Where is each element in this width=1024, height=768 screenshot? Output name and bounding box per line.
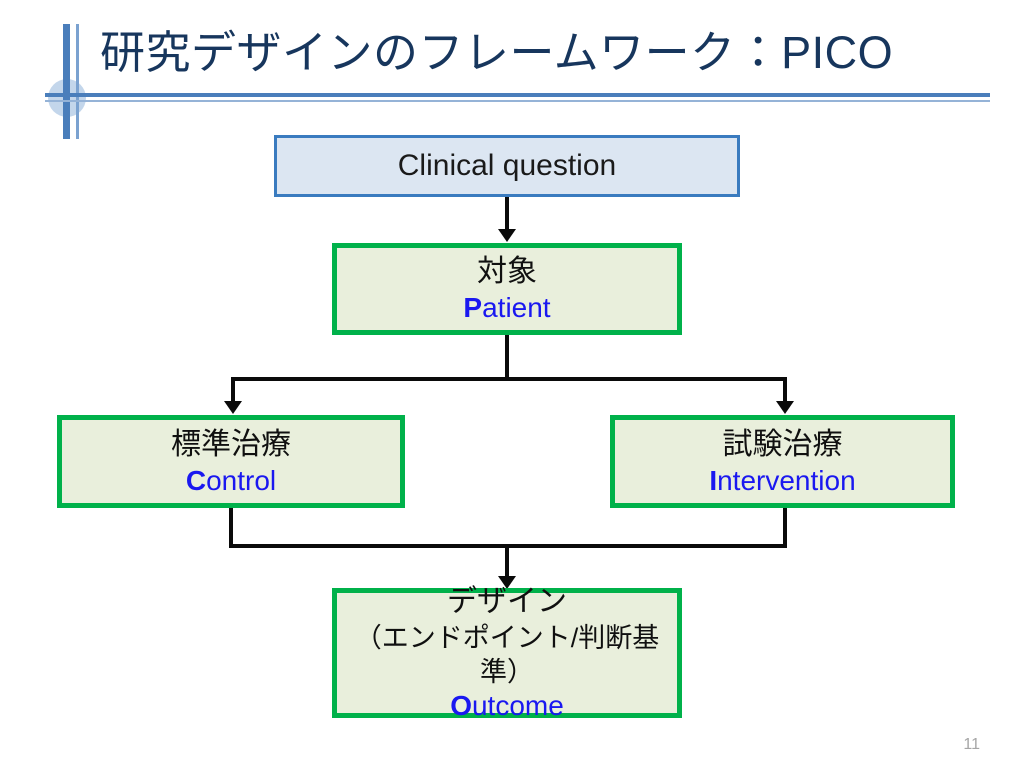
flow-node-intervention[interactable]: 試験治療 Intervention <box>610 415 955 508</box>
arrowhead-to-patient-icon <box>498 229 516 242</box>
arrowhead-to-control-icon <box>224 401 242 414</box>
outcome-japanese-label: デザイン <box>447 585 567 618</box>
page-title: 研究デザインのフレームワーク：PICO <box>100 27 894 78</box>
outcome-initial-letter: O <box>450 690 472 721</box>
connector-merge-right-drop <box>783 508 787 548</box>
patient-initial-letter: P <box>463 292 483 323</box>
patient-japanese-label: 対象 <box>477 255 537 288</box>
title-rule-secondary <box>45 100 990 102</box>
connector-merge-stem <box>505 544 509 578</box>
connector-merge-left-drop <box>229 508 233 548</box>
patient-rest-letters: atient <box>482 292 551 323</box>
flow-node-clinical-question[interactable]: Clinical question <box>274 135 740 197</box>
flow-node-outcome[interactable]: デザイン （エンドポイント/判断基準） Outcome <box>332 585 682 721</box>
control-japanese-label: 標準治療 <box>171 427 291 461</box>
outcome-japanese-sublabel: （エンドポイント/判断基準） <box>354 623 660 687</box>
title-decoration-vertical-bar-icon <box>63 24 70 139</box>
intervention-rest-letters: ntervention <box>717 464 856 496</box>
intervention-japanese-label: 試験治療 <box>722 427 843 461</box>
outcome-rest-letters: utcome <box>471 690 564 721</box>
clinical-question-label: Clinical question <box>397 149 617 182</box>
connector-patient-stem <box>505 335 509 381</box>
connector-split-right-drop <box>783 377 787 403</box>
flow-node-control[interactable]: 標準治療 Control <box>57 415 405 508</box>
outcome-english-label: Outcome <box>450 689 564 723</box>
control-rest-letters: ontrol <box>206 464 277 496</box>
title-rule-primary <box>45 93 990 97</box>
control-initial-letter: C <box>185 464 207 496</box>
connector-split-bar <box>231 377 787 381</box>
intervention-english-label: Intervention <box>709 464 855 498</box>
page-number: 11 <box>963 736 980 753</box>
patient-english-label: Patient <box>463 291 550 325</box>
connector-split-left-drop <box>231 377 235 403</box>
control-english-label: Control <box>186 464 276 498</box>
arrowhead-to-intervention-icon <box>776 401 794 414</box>
intervention-initial-letter: I <box>709 464 718 496</box>
connector-clinical-question-to-patient <box>505 197 509 231</box>
arrowhead-to-outcome-icon <box>498 576 516 589</box>
title-decoration-vertical-line-icon <box>76 24 79 139</box>
flow-node-patient[interactable]: 対象 Patient <box>332 243 682 335</box>
